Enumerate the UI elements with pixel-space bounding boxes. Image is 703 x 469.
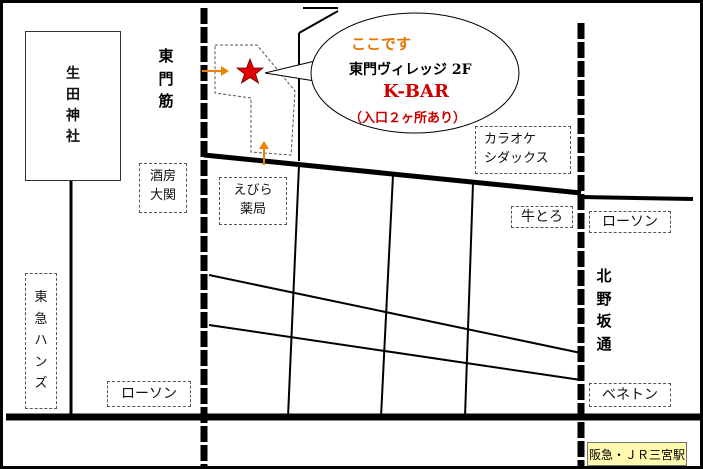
ebira-pharmacy: えびら 薬局 — [219, 177, 287, 225]
sakagura-ozeki-shop: 酒房 大関 — [139, 163, 187, 213]
cross-road-east — [580, 195, 694, 201]
lawson-right: ローソン — [589, 211, 671, 233]
shop-label: シダックス — [484, 150, 549, 166]
kitano-street-label: 北野坂通 — [596, 267, 612, 353]
tokyu-hands: 東急ハンズ — [25, 273, 57, 409]
shop-label: えびら — [233, 183, 273, 198]
street-top-diag — [298, 10, 339, 34]
higashimon-street-label: 東門筋 — [158, 47, 174, 110]
sannomiya-station-label: 阪急・ＪＲ三宮駅 — [587, 442, 687, 466]
shop-label: 薬局 — [239, 201, 266, 217]
street-v-1 — [287, 164, 300, 418]
shop-label: カラオケ — [484, 132, 537, 147]
entrance-note: （入口２ヶ所あり） — [349, 111, 467, 126]
arrow-icon — [221, 66, 229, 76]
callout-bubble — [310, 12, 520, 134]
street-v-3 — [464, 182, 474, 418]
shrine-name: 生田神社 — [66, 66, 80, 145]
tokyu-hands-label: 東急ハンズ — [34, 290, 48, 392]
karaoke-shidax: カラオケ シダックス — [475, 126, 571, 174]
ikuta-shrine: 生田神社 — [25, 31, 121, 181]
building-name: 東門ヴィレッジ 2F — [349, 62, 472, 78]
cross-road — [203, 152, 582, 196]
street-v-2 — [380, 174, 394, 418]
gyutoro-shop: 牛とろ — [511, 206, 573, 228]
lawson-left: ローソン — [107, 381, 191, 407]
street-diag-1 — [208, 274, 582, 354]
here-label: ここです — [351, 35, 412, 53]
star-icon — [235, 57, 265, 84]
arrow-icon — [259, 141, 269, 149]
street-diag-2 — [208, 324, 582, 381]
bar-name: K-BAR — [383, 81, 449, 102]
village-building — [214, 44, 296, 156]
road-network — [6, 7, 700, 466]
benetton-shop: ベネトン — [589, 383, 671, 407]
shop-label: 酒房 — [149, 169, 176, 184]
shop-label: 大関 — [149, 187, 176, 203]
